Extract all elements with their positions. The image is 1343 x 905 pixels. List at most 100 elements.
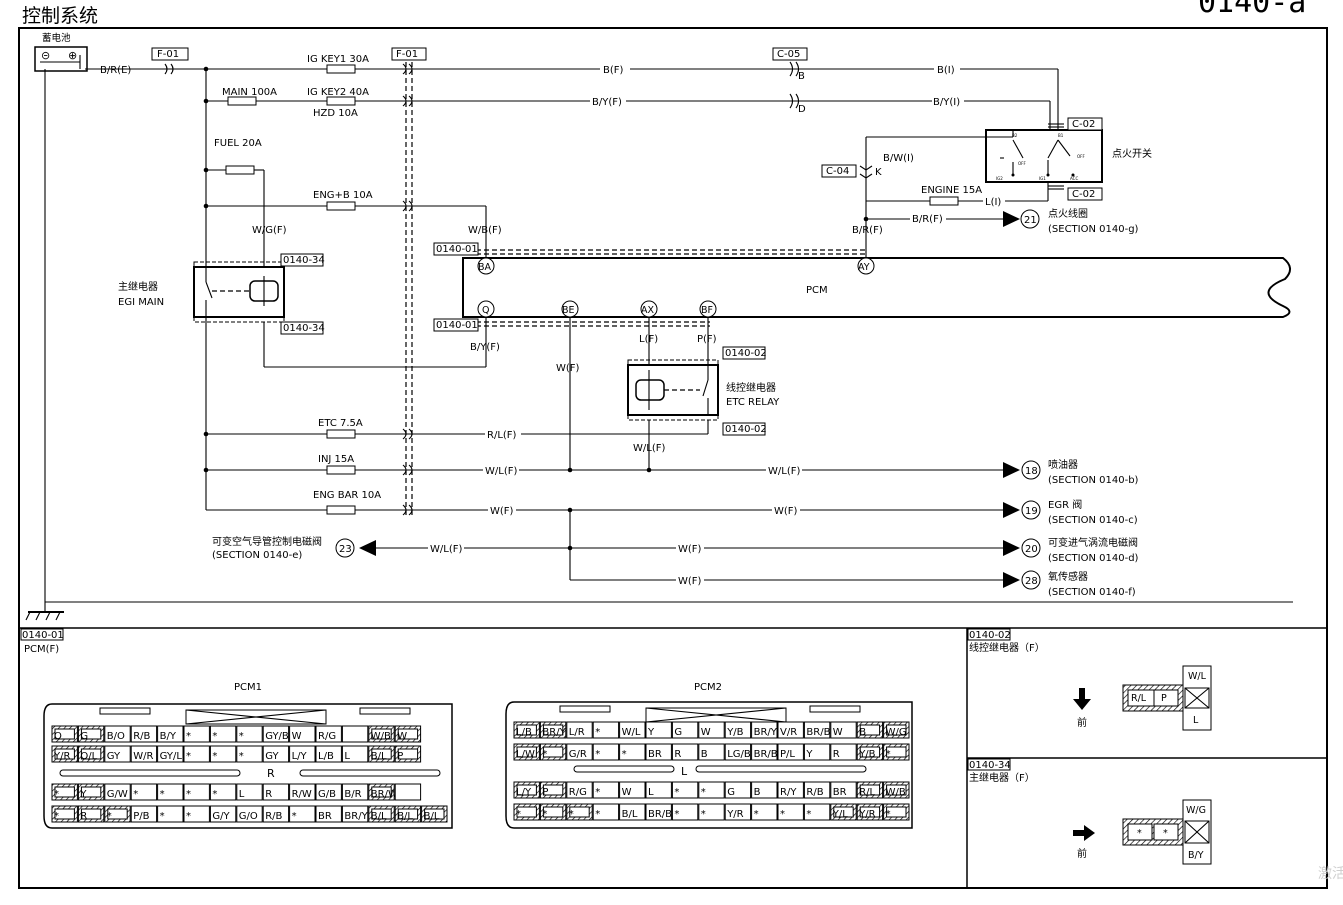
output-23-section: (SECTION 0140-e)	[212, 550, 302, 561]
connector-pin	[592, 803, 620, 821]
connector-pin-label: *	[595, 809, 600, 820]
connector-pin-label: L	[344, 751, 350, 762]
connector-pin-label: BR/W	[371, 789, 398, 800]
connector-pin	[183, 725, 210, 743]
svg-text:前: 前	[1077, 716, 1087, 729]
connector-pin	[341, 783, 369, 801]
pcm1-label: PCM1	[234, 682, 262, 693]
ignition-switch-label: 点火开关	[1112, 147, 1152, 160]
connector-pin-label: GY	[265, 751, 279, 762]
connector-pin-label: L/Y	[292, 751, 308, 762]
connector-pin-label: P	[397, 751, 403, 762]
output-28-label: 氧传感器	[1048, 570, 1088, 583]
fuse-engb-icon	[326, 201, 356, 211]
main-relay	[193, 261, 285, 323]
connector-pin-inner	[859, 746, 881, 758]
connector-f01-center: F-01	[391, 47, 427, 61]
svg-text:IG2: IG2	[996, 176, 1003, 181]
output-19-section: (SECTION 0140-c)	[1048, 515, 1138, 526]
connector-pin	[104, 745, 131, 763]
connector-pin-label: Y	[79, 789, 87, 800]
connector-pin-inner	[397, 808, 419, 820]
svg-text:*: *	[1137, 828, 1142, 839]
connector-pin-label: L/B	[318, 751, 334, 762]
fuse-fuel-icon	[225, 165, 255, 175]
connector-pin-label: B/Y	[160, 731, 177, 742]
battery: 蓄电池 ⊝ ⊕	[34, 32, 88, 72]
connector-pin-label: *	[701, 787, 706, 798]
connector-pin-label: P/L	[780, 749, 795, 760]
etc-relay-connector: R/L P W/L L	[1122, 665, 1212, 731]
connector-pin-label: GY/B	[265, 731, 289, 742]
connector-pin-label: *	[160, 811, 165, 822]
connector-pin	[645, 721, 672, 739]
fuse-igkey2-icon	[326, 96, 356, 106]
connector-pin-inner	[371, 786, 392, 798]
connector-pin-label: GY/L	[160, 751, 183, 762]
svg-text:21: 21	[1024, 215, 1037, 226]
arrow-icon-19	[1003, 502, 1020, 518]
connector-pin-label: *	[292, 811, 297, 822]
svg-text:BE: BE	[562, 305, 575, 316]
connector-pin-label: *	[886, 809, 891, 820]
connector-pin-label: Y	[647, 727, 655, 738]
svg-text:W/L: W/L	[1188, 671, 1207, 682]
connector-pin	[698, 721, 725, 739]
ref-etc-top: 0140-02	[722, 346, 767, 360]
connector-pin-inner	[833, 806, 854, 818]
output-23-label: 可变空气导管控制电磁阀	[212, 535, 322, 548]
wire-label-brf-coil: B/R(F)	[912, 214, 943, 225]
connector-pin	[724, 721, 752, 739]
svg-text:K: K	[875, 167, 882, 178]
ref-main-relay-bottom: 0140-34	[280, 321, 325, 335]
connector-pin	[157, 783, 184, 801]
ref-pcm-bottom: 0140-01	[433, 318, 479, 332]
output-marker-21	[1020, 209, 1040, 229]
main-relay-connector: * * W/G B/Y	[1122, 799, 1212, 865]
connector-pin-inner	[397, 748, 419, 760]
pcm2-mark: L	[681, 765, 688, 778]
svg-text:P: P	[1161, 693, 1167, 704]
connector-f01-band	[402, 62, 413, 516]
connector-pin-label: O	[54, 731, 62, 742]
connector-pin-label: LG/B	[727, 749, 751, 760]
connector-pin	[209, 725, 237, 743]
connector-pin	[130, 725, 158, 743]
connector-pin	[209, 805, 237, 823]
svg-text:0140-01: 0140-01	[22, 630, 64, 641]
connector-pin-label: *	[239, 751, 244, 762]
etc-relay-label-cn: 线控继电器	[726, 381, 776, 394]
wire-label-lf: L(F)	[639, 334, 658, 345]
svg-text:W/G: W/G	[1186, 805, 1206, 816]
connector-pin-label: W/G	[886, 727, 907, 738]
connector-pin-inner	[542, 784, 564, 796]
output-21-label: 点火线圈	[1048, 207, 1088, 220]
main-relay-label-cn: 主继电器	[118, 280, 158, 293]
fuse-engine-label: ENGINE 15A	[921, 185, 982, 196]
connector-pin-label: Y/L	[832, 809, 848, 820]
connector-pin-inner	[80, 786, 102, 798]
svg-text:L: L	[1193, 715, 1199, 726]
arrow-icon-21	[1003, 211, 1020, 227]
wire-label-wf-egr: W(F)	[774, 506, 798, 517]
fuse-engine-icon	[929, 196, 959, 206]
connector-pin	[341, 805, 369, 823]
svg-text:OFF: OFF	[1018, 161, 1026, 166]
connector-pin-inner	[886, 746, 907, 758]
connector-pin-inner	[80, 728, 102, 740]
connector-pin-label: L	[648, 787, 654, 798]
connector-pin-label: R/G	[318, 731, 336, 742]
fuse-fuel-label: FUEL 20A	[214, 138, 262, 149]
connector-pin-label: BR/Y	[542, 727, 566, 738]
pcm-connector-ref: 0140-01 PCM(F)	[20, 628, 64, 655]
svg-text:OFF: OFF	[1077, 154, 1085, 159]
connector-pin	[104, 725, 131, 743]
fuse-engb-label: ENG+B 10A	[313, 190, 373, 201]
wire-label-byf-top: B/Y(F)	[592, 97, 622, 108]
ref-etc-bottom: 0140-02	[722, 422, 767, 436]
connector-pin-label: *	[516, 809, 521, 820]
connector-pin-label: R	[674, 749, 681, 760]
fuse-igkey1-label: IG KEY1 30A	[307, 54, 369, 65]
output-28-section: (SECTION 0140-f)	[1048, 587, 1136, 598]
